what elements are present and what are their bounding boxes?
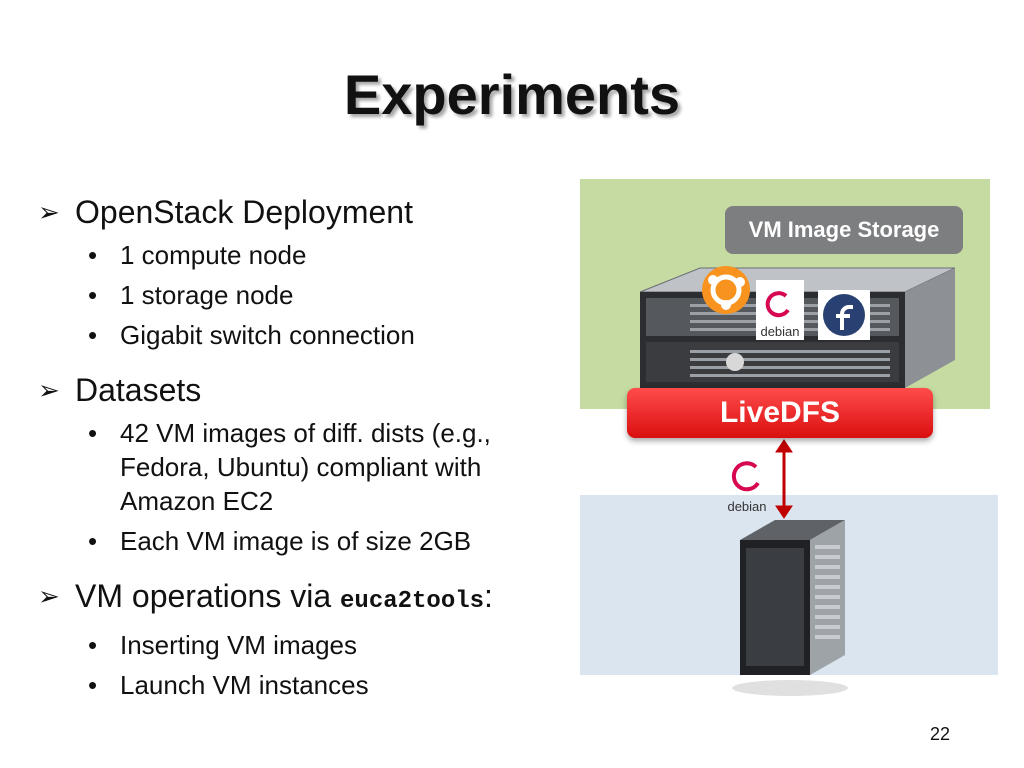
list-item: •Launch VM instances (88, 670, 369, 700)
arrow-bullet-icon: ➢ (38, 375, 60, 405)
section-heading: VM operations via (75, 578, 341, 614)
list-item: •Each VM image is of size 2GB (88, 526, 472, 556)
tower-server-icon (732, 520, 848, 696)
svg-text:debian: debian (760, 324, 799, 339)
sub-list: •1 compute node •1 storage node •Gigabit… (38, 238, 568, 352)
debian-logo-icon: debian (727, 461, 767, 514)
svg-text:debian: debian (727, 499, 766, 514)
bullet-list: ➢ OpenStack Deployment •1 compute node •… (38, 192, 568, 702)
debian-logo-icon: debian (756, 280, 804, 340)
list-item: •1 storage node (88, 280, 294, 310)
section-vm-operations: ➢ VM operations via euca2tools: •Inserti… (38, 576, 568, 702)
code-text: euca2tools (340, 588, 485, 615)
section-datasets: ➢ Datasets •42 VM images of diff. dists … (38, 370, 568, 558)
fedora-logo-icon (818, 290, 870, 340)
slide-title: Experiments (343, 63, 681, 126)
arrow-bullet-icon: ➢ (38, 197, 60, 227)
ubuntu-logo-icon (702, 266, 750, 314)
section-openstack: ➢ OpenStack Deployment •1 compute node •… (38, 192, 568, 352)
section-heading: Datasets (75, 372, 202, 408)
list-item: •Gigabit switch connection (88, 320, 415, 350)
list-item: •1 compute node (88, 240, 307, 270)
list-item: •42 VM images of diff. dists (e.g., Fedo… (88, 418, 491, 516)
vm-image-storage-badge: VM Image Storage (725, 206, 963, 254)
link-arrow (775, 439, 793, 519)
sub-list: •42 VM images of diff. dists (e.g., Fedo… (38, 416, 568, 558)
arrow-bullet-icon: ➢ (38, 581, 60, 611)
page-number: 22 (930, 724, 951, 744)
sub-list: •Inserting VM images •Launch VM instance… (38, 628, 568, 702)
list-item: •Inserting VM images (88, 630, 357, 660)
livedfs-banner: LiveDFS (627, 388, 933, 438)
section-heading: OpenStack Deployment (75, 194, 413, 230)
